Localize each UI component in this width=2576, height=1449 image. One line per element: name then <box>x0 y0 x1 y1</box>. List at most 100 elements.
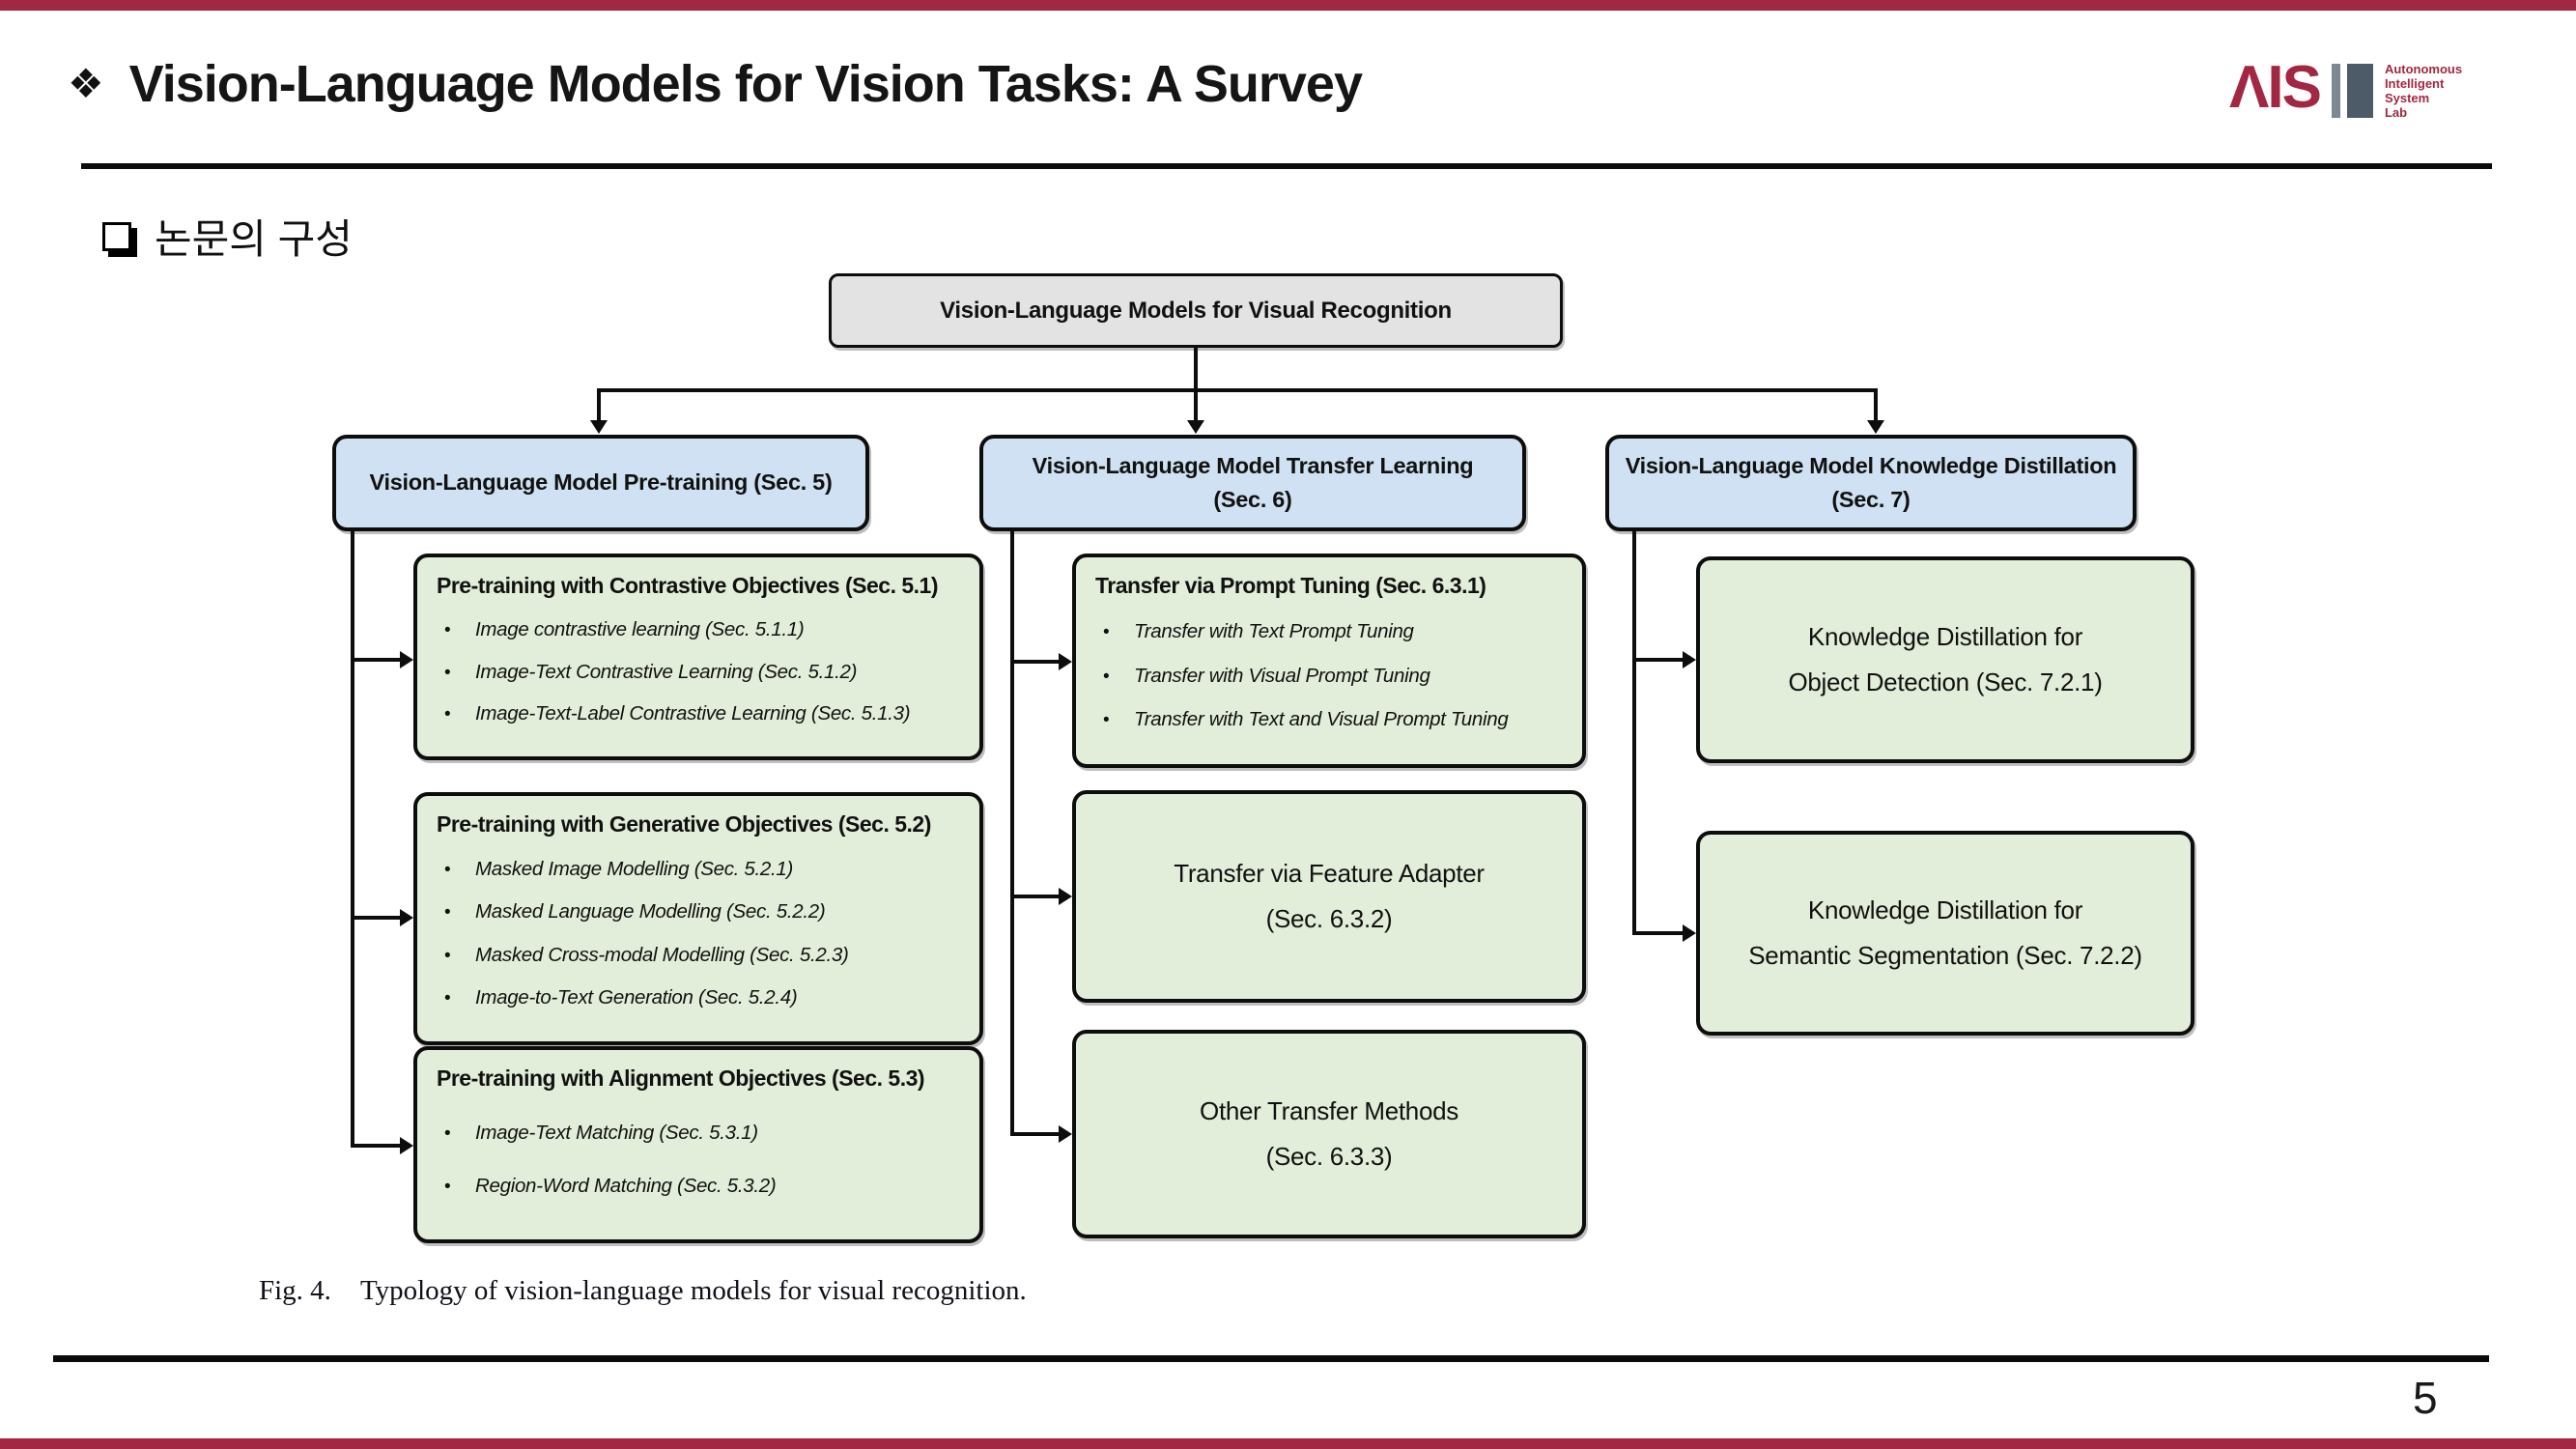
bullet-text: Image-to-Text Generation (Sec. 5.2.4) <box>475 986 798 1009</box>
bullet-text: Image-Text-Label Contrastive Learning (S… <box>475 702 911 725</box>
connector-stem-col2 <box>1194 388 1198 421</box>
slide-title: Vision-Language Models for Vision Tasks:… <box>128 55 1363 113</box>
box-generative-objectives: Pre-training with Generative Objectives … <box>413 792 983 1045</box>
header-line: (Sec. 7) <box>1831 487 1911 512</box>
connector-col1-b3 <box>351 1144 401 1148</box>
connector-stem-col3 <box>1874 388 1878 421</box>
list-item: Transfer with Text and Visual Prompt Tun… <box>1103 708 1565 731</box>
figure-caption-label: Fig. 4. <box>259 1275 331 1306</box>
header-line: Vision-Language Model Knowledge Distilla… <box>1625 452 2117 478</box>
top-accent-bar <box>0 0 2576 11</box>
box-title: Pre-training with Contrastive Objectives… <box>437 573 939 598</box>
logo-lab-line: System <box>2384 91 2430 105</box>
logo-bars-icon <box>2331 64 2373 118</box>
title-row: ❖ Vision-Language Models for Vision Task… <box>68 54 1363 114</box>
footer-divider <box>53 1355 2489 1362</box>
list-item: Image-Text Matching (Sec. 5.3.1) <box>444 1122 962 1145</box>
connector-stem-col1 <box>597 388 601 421</box>
arrow-right-icon <box>400 1137 413 1154</box>
header-box-knowledge-distillation: Vision-Language Model Knowledge Distilla… <box>1605 435 2137 531</box>
connector-root-stem <box>1194 346 1198 391</box>
box-kd-object-detection: Knowledge Distillation for Object Detect… <box>1696 556 2194 763</box>
box-line: (Sec. 6.3.3) <box>1265 1142 1393 1171</box>
bullet-text: Image-Text Contrastive Learning (Sec. 5.… <box>475 660 858 683</box>
box-alignment-objectives: Pre-training with Alignment Objectives (… <box>413 1046 983 1243</box>
bullet-list: Masked Image Modelling (Sec. 5.2.1) Mask… <box>437 838 962 1030</box>
connector-col3-b2 <box>1632 931 1684 935</box>
list-item: Region-Word Matching (Sec. 5.3.2) <box>444 1175 962 1198</box>
box-feature-adapter: Transfer via Feature Adapter (Sec. 6.3.2… <box>1072 790 1586 1003</box>
arrow-right-icon <box>1683 651 1696 668</box>
connector-elbow-col3 <box>1632 531 1636 935</box>
box-other-transfer-methods: Other Transfer Methods (Sec. 6.3.3) <box>1072 1030 1586 1238</box>
header-box-pretraining: Vision-Language Model Pre-training (Sec.… <box>332 435 869 531</box>
list-item: Image-to-Text Generation (Sec. 5.2.4) <box>444 986 962 1009</box>
logo-lab-line: Lab <box>2384 105 2408 120</box>
arrow-right-icon <box>1059 653 1072 670</box>
square-bullet-icon <box>102 221 131 251</box>
arrow-down-icon <box>1187 420 1204 434</box>
bullet-text: Transfer with Visual Prompt Tuning <box>1134 664 1430 687</box>
header-line: Vision-Language Model Pre-training (Sec.… <box>369 469 833 496</box>
box-title: Transfer via Prompt Tuning (Sec. 6.3.1) <box>1095 573 1486 598</box>
header-line: Vision-Language Model Transfer Learning <box>1032 452 1474 478</box>
diagram-root-box: Vision-Language Models for Visual Recogn… <box>829 273 1563 348</box>
list-item: Image contrastive learning (Sec. 5.1.1) <box>444 618 962 641</box>
bullet-list: Image-Text Matching (Sec. 5.3.1) Region-… <box>437 1092 962 1228</box>
bullet-list: Image contrastive learning (Sec. 5.1.1) … <box>437 599 962 745</box>
connector-col3-b1 <box>1632 658 1684 662</box>
figure-caption-text: Typology of vision-language models for v… <box>359 1275 1027 1306</box>
box-line: (Sec. 6.3.2) <box>1265 904 1393 933</box>
bullet-text: Masked Image Modelling (Sec. 5.2.1) <box>475 857 794 880</box>
arrow-right-icon <box>1683 924 1696 942</box>
box-line: Other Transfer Methods <box>1200 1096 1458 1125</box>
list-item: Transfer with Text Prompt Tuning <box>1103 620 1565 643</box>
list-item: Image-Text-Label Contrastive Learning (S… <box>444 702 962 725</box>
header-divider <box>81 163 2492 169</box>
arrow-down-icon <box>590 420 608 434</box>
box-line: Knowledge Distillation for <box>1807 895 2083 924</box>
box-contrastive-objectives: Pre-training with Contrastive Objectives… <box>413 554 983 760</box>
connector-col1-b2 <box>351 916 401 920</box>
section-heading: 논문의 구성 <box>155 216 353 262</box>
arrow-right-icon <box>400 651 413 668</box>
list-item: Transfer with Visual Prompt Tuning <box>1103 665 1565 688</box>
list-item: Masked Language Modelling (Sec. 5.2.2) <box>444 900 962 923</box>
logo-lab-name: Autonomous Intelligent System Lab <box>2385 62 2462 120</box>
header-box-transfer-learning: Vision-Language Model Transfer Learning … <box>979 435 1526 531</box>
box-kd-semantic-segmentation: Knowledge Distillation for Semantic Segm… <box>1696 831 2194 1036</box>
connector-elbow-col1 <box>351 531 354 1148</box>
connector-branch <box>597 388 1877 392</box>
arrow-right-icon <box>1059 888 1072 905</box>
logo-lab-line: Autonomous <box>2384 62 2463 76</box>
ais-lab-logo: ΛIS Autonomous Intelligent System Lab <box>2229 54 2462 121</box>
connector-elbow-col2 <box>1010 531 1014 1136</box>
box-line: Object Detection (Sec. 7.2.1) <box>1788 668 2103 696</box>
list-item: Masked Image Modelling (Sec. 5.2.1) <box>444 858 962 881</box>
logo-wordmark: ΛIS <box>2229 54 2322 121</box>
box-title: Pre-training with Generative Objectives … <box>437 811 931 837</box>
box-line: Transfer via Feature Adapter <box>1174 859 1485 888</box>
connector-col1-b1 <box>351 658 401 662</box>
logo-lab-line: Intelligent <box>2384 76 2445 91</box>
bullet-text: Transfer with Text and Visual Prompt Tun… <box>1134 708 1509 731</box>
connector-col2-b2 <box>1010 895 1061 898</box>
box-line: Semantic Segmentation (Sec. 7.2.2) <box>1748 941 2142 970</box>
bullet-text: Masked Cross-modal Modelling (Sec. 5.2.3… <box>475 943 849 966</box>
arrow-right-icon <box>1059 1125 1072 1143</box>
arrow-down-icon <box>1867 420 1884 434</box>
figure-caption: Fig. 4. Typology of vision-language model… <box>259 1275 1027 1307</box>
box-prompt-tuning: Transfer via Prompt Tuning (Sec. 6.3.1) … <box>1072 554 1586 768</box>
section-heading-row: 논문의 구성 <box>102 207 353 266</box>
box-line: Knowledge Distillation for <box>1807 622 2083 651</box>
bullet-text: Masked Language Modelling (Sec. 5.2.2) <box>475 900 826 923</box>
bottom-accent-bar <box>0 1438 2576 1449</box>
bullet-text: Image-Text Matching (Sec. 5.3.1) <box>475 1122 758 1144</box>
header-line: (Sec. 6) <box>1213 487 1292 512</box>
diamond-bullet-icon: ❖ <box>68 61 104 106</box>
bullet-text: Transfer with Text Prompt Tuning <box>1134 619 1414 642</box>
bullet-text: Image contrastive learning (Sec. 5.1.1) <box>475 617 805 640</box>
bullet-text: Region-Word Matching (Sec. 5.3.2) <box>475 1175 777 1197</box>
connector-col2-b3 <box>1010 1132 1061 1136</box>
page-number: 5 <box>2413 1373 2438 1423</box>
